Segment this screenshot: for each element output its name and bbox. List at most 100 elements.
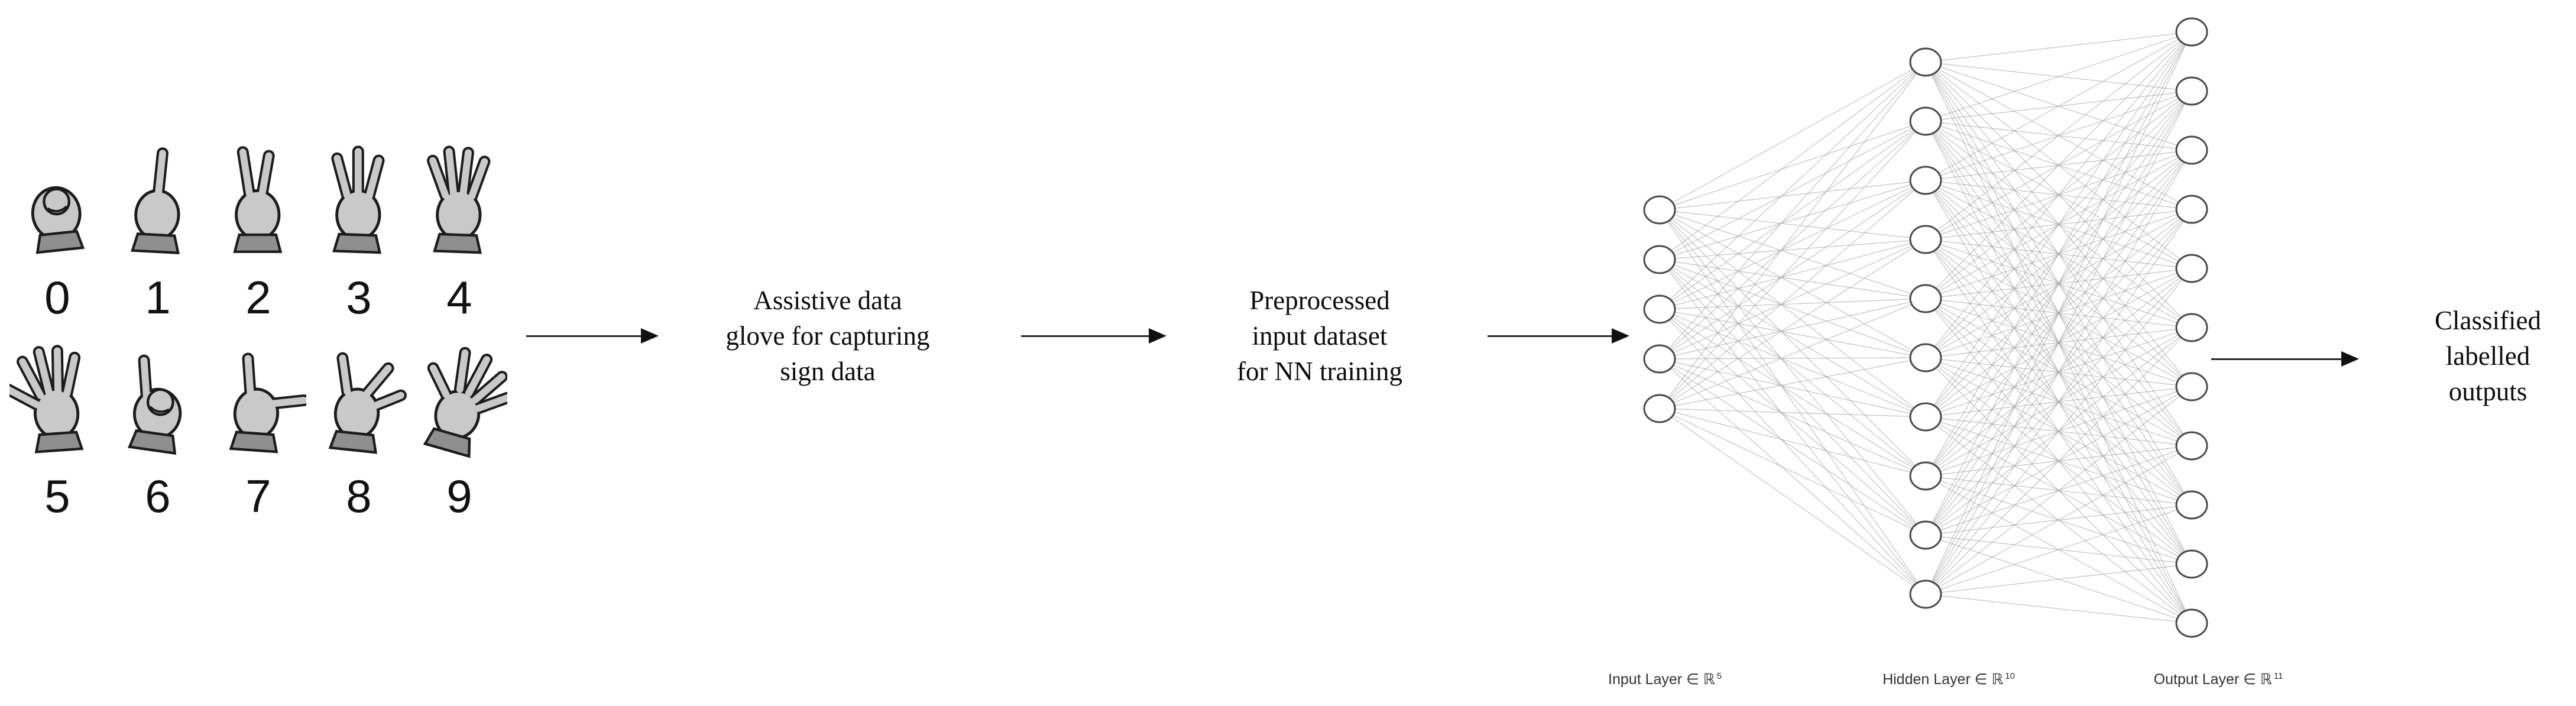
hand-sign-digit-label: 3 [346, 271, 372, 323]
nn-node-hidden-4 [1909, 284, 1942, 313]
nn-edge [1925, 31, 2192, 63]
nn-edge [1925, 90, 2192, 595]
hand-sign-digit-label: 1 [145, 271, 171, 323]
nn-edge [1659, 209, 1926, 536]
nn-node-output-6 [2175, 372, 2208, 401]
arrowhead-icon [641, 328, 659, 344]
step-line: Classified [2435, 306, 2541, 335]
nn-edge [1659, 121, 1926, 409]
hand-sign-digit-label: 0 [44, 271, 70, 323]
nn-edge [1659, 239, 1926, 260]
nn-layer-label-text: Hidden Layer ∈ ℝ [1882, 671, 2004, 688]
nn-node-input-0 [1643, 195, 1676, 225]
nn-node-output-10 [2175, 608, 2208, 638]
nn-edge [1659, 309, 1926, 358]
flow-arrow-4 [2211, 351, 2359, 367]
nn-edge [1659, 357, 1926, 409]
nn-edge [1659, 180, 1926, 360]
step-line: outputs [2448, 377, 2528, 406]
hand-sign-4-icon [427, 145, 491, 254]
nn-edge [1659, 259, 1926, 477]
hand-sign-3-icon [331, 145, 385, 254]
flow-arrow-3 [1488, 328, 1629, 344]
nn-edge [1925, 386, 2192, 595]
nn-edge [1659, 358, 1926, 477]
nn-edge [1659, 209, 1926, 417]
nn-node-output-1 [2175, 76, 2208, 106]
nn-edge [1925, 594, 2192, 624]
nn-edge [1659, 298, 1926, 409]
nn-edge [1659, 259, 1926, 417]
nn-edge [1659, 309, 1926, 536]
flow-arrow-2 [1021, 328, 1167, 344]
nn-edge [1659, 180, 1926, 409]
nn-edge [1659, 298, 1926, 360]
nn-edge [1659, 239, 1926, 360]
nn-node-hidden-2 [1909, 166, 1942, 195]
arrow-shaft [526, 335, 641, 337]
nn-edge [1659, 309, 1926, 417]
nn-edge [1925, 209, 2192, 595]
nn-edge [1659, 180, 1926, 310]
nn-edge [1659, 121, 1926, 310]
nn-node-output-4 [2175, 254, 2208, 283]
hand-sign-digit-label: 9 [446, 470, 472, 522]
hand-sign-digit-label: 6 [145, 470, 171, 522]
nn-edge [1659, 358, 1926, 595]
step-line: glove for capturing [725, 321, 930, 351]
nn-edge [1925, 563, 2192, 595]
nn-edge [1925, 268, 2192, 595]
nn-node-output-3 [2175, 195, 2208, 224]
arrow-shaft [1021, 335, 1149, 337]
nn-edge [1659, 358, 1926, 536]
nn-node-output-8 [2175, 490, 2208, 520]
hand-sign-cell: 2 [208, 137, 309, 320]
hand-sign-8-icon [328, 352, 407, 454]
flow-arrow-1 [526, 328, 659, 344]
nn-edge [1659, 180, 1926, 210]
arrow-shaft [1488, 335, 1612, 337]
nn-edge [1659, 358, 1926, 417]
nn-edge [1925, 31, 2192, 417]
hand-sign-digit-label: 4 [446, 271, 472, 323]
hand-sign-cell: 7 [208, 336, 309, 519]
nn-edge [1659, 259, 1926, 358]
nn-edge [1925, 31, 2192, 240]
nn-edge [1925, 31, 2192, 536]
arrowhead-icon [1612, 328, 1629, 344]
nn-edge [1925, 31, 2192, 595]
nn-layer-label-sup: 10 [2005, 671, 2015, 681]
nn-edge [1659, 209, 1926, 595]
nn-edges [1659, 31, 2192, 624]
hand-sign-digit-label: 2 [245, 271, 271, 323]
nn-node-hidden-0 [1909, 47, 1942, 77]
nn-edge [1925, 31, 2192, 358]
nn-node-hidden-1 [1909, 106, 1942, 136]
nn-layer-label-text: Input Layer ∈ ℝ [1608, 671, 1715, 688]
nn-node-output-5 [2175, 313, 2208, 342]
hand-sign-7-icon [229, 352, 306, 454]
nn-edge [1659, 408, 1926, 417]
nn-edge [1659, 209, 1926, 240]
nn-node-input-1 [1643, 245, 1676, 274]
hand-sign-6-icon [128, 354, 182, 455]
arrow-shaft [2211, 358, 2341, 360]
nn-edge [1925, 31, 2192, 477]
step-line: input dataset [1252, 321, 1388, 351]
step-line: Assistive data [753, 286, 902, 315]
nn-edge [1659, 408, 1926, 536]
nn-node-hidden-7 [1909, 461, 1942, 491]
nn-layer-label-text: Output Layer ∈ ℝ [2153, 671, 2272, 688]
nn-edge [1659, 309, 1926, 477]
nn-edge [1659, 61, 1926, 210]
hand-sign-cell: 5 [7, 336, 108, 519]
neural-network-diagram [1643, 17, 2208, 638]
nn-edge [1925, 327, 2192, 595]
nn-edge [1659, 239, 1926, 310]
nn-edge [1659, 259, 1926, 595]
